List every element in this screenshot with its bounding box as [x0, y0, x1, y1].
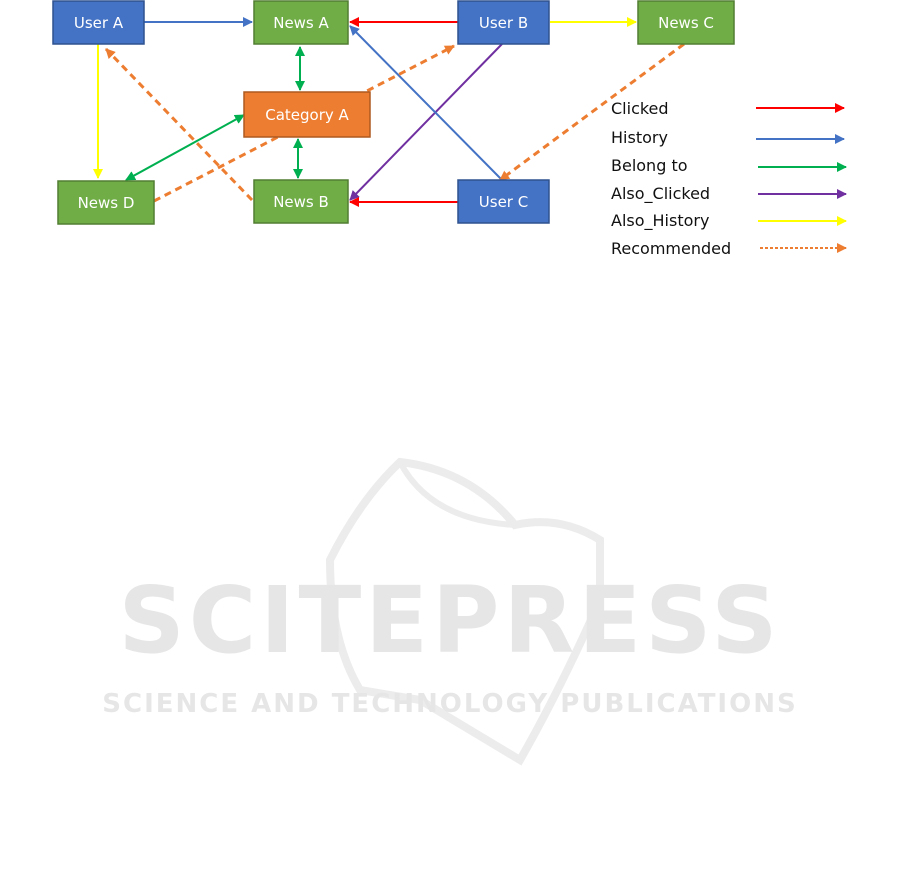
- node-label: User C: [479, 193, 528, 211]
- node-label: User B: [479, 14, 528, 32]
- legend-label: Also_History: [611, 211, 709, 231]
- legend-label: Also_Clicked: [611, 184, 710, 204]
- node-news-b: News B: [254, 180, 348, 223]
- node-label: News C: [658, 14, 714, 32]
- node-user-b: User B: [458, 1, 549, 44]
- node-label: User A: [74, 14, 124, 32]
- legend-label: Recommended: [611, 239, 731, 258]
- legend: Clicked History Belong to Also_Clicked A…: [611, 99, 846, 258]
- node-label: News D: [78, 194, 135, 212]
- node-news-c: News C: [638, 1, 734, 44]
- node-user-a: User A: [53, 1, 144, 44]
- node-user-c: User C: [458, 180, 549, 223]
- node-label: News A: [273, 14, 329, 32]
- node-news-a: News A: [254, 1, 348, 44]
- legend-item-clicked: Clicked: [611, 99, 844, 118]
- node-label: Category A: [265, 106, 349, 124]
- node-label: News B: [273, 193, 329, 211]
- legend-label: Belong to: [611, 156, 688, 175]
- legend-label: Clicked: [611, 99, 669, 118]
- edge-belongto-categorya-newsd: [126, 115, 244, 180]
- edge-recommended-newsb-usera: [106, 49, 252, 200]
- watermark-title: SCITEPRESS: [118, 567, 781, 674]
- edges: [98, 22, 684, 202]
- legend-item-also-clicked: Also_Clicked: [611, 184, 846, 204]
- legend-item-recommended: Recommended: [611, 239, 846, 258]
- node-news-d: News D: [58, 181, 154, 224]
- legend-item-history: History: [611, 128, 844, 147]
- edge-history-userc-newsa: [350, 26, 502, 180]
- node-category-a: Category A: [244, 92, 370, 137]
- legend-item-belong-to: Belong to: [611, 156, 846, 175]
- watermark-subtitle: SCIENCE AND TECHNOLOGY PUBLICATIONS: [102, 689, 797, 719]
- edge-alsoclicked-userb-newsb: [350, 44, 502, 200]
- watermark-logo: SCITEPRESS SCIENCE AND TECHNOLOGY PUBLIC…: [102, 462, 797, 760]
- legend-label: History: [611, 128, 668, 147]
- legend-item-also-history: Also_History: [611, 211, 846, 231]
